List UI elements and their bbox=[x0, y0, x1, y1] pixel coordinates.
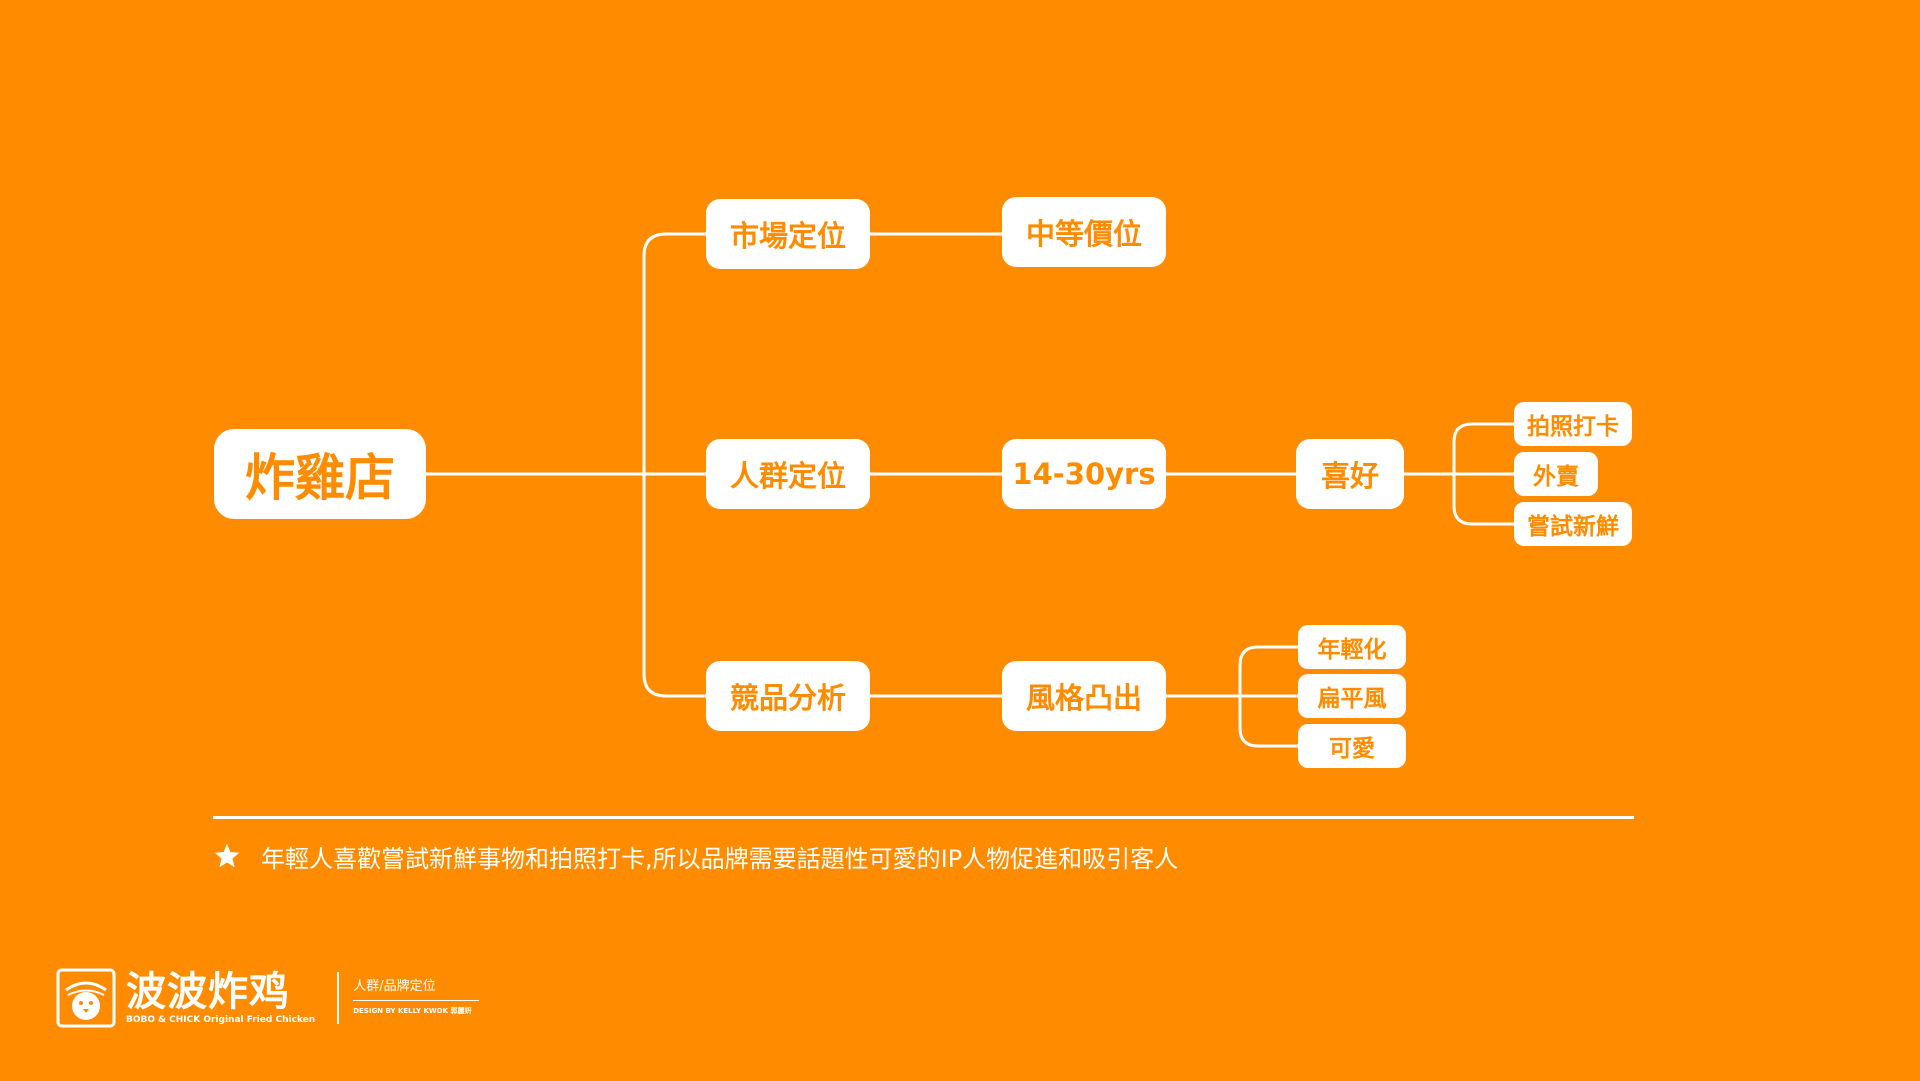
leaf-competitor-1: 年輕化 bbox=[1298, 625, 1406, 669]
node-competitor-value: 風格凸出 bbox=[1002, 661, 1166, 731]
brand-name: 波波炸鸡 bbox=[126, 969, 290, 1015]
note: 年輕人喜歡嘗試新鮮事物和拍照打卡,所以品牌需要話題性可愛的IP人物促進和吸引客人 bbox=[213, 836, 1178, 876]
brand-tagline: BOBO & CHICK Original Fried Chicken bbox=[126, 1015, 316, 1025]
footer-separator bbox=[337, 972, 340, 1024]
leaf-audience-3: 嘗試新鮮 bbox=[1514, 502, 1632, 546]
star-icon bbox=[214, 843, 240, 868]
node-audience-value: 14-30yrs bbox=[1002, 439, 1166, 509]
node-root: 炸雞店 bbox=[214, 429, 426, 519]
leaf-audience-2: 外賣 bbox=[1514, 452, 1598, 496]
connector-trunk bbox=[642, 232, 708, 698]
divider-line bbox=[213, 816, 1634, 819]
chick-logo-icon bbox=[56, 968, 116, 1028]
section-title: 人群/品牌定位 bbox=[353, 978, 480, 1001]
footer-info: 人群/品牌定位 DESIGN BY KELLY KWOK 郭麗姸 bbox=[353, 978, 480, 1018]
node-market-value: 中等價位 bbox=[1002, 197, 1166, 267]
node-branch-market: 市場定位 bbox=[706, 199, 870, 269]
leaf-competitor-3: 可愛 bbox=[1298, 724, 1406, 768]
node-audience-sub: 喜好 bbox=[1296, 439, 1404, 509]
brand: 波波炸鸡 BOBO & CHICK Original Fried Chicken bbox=[126, 970, 315, 1026]
design-credit: DESIGN BY KELLY KWOK 郭麗姸 bbox=[353, 1007, 472, 1015]
leaf-audience-1: 拍照打卡 bbox=[1514, 402, 1632, 446]
note-text: 年輕人喜歡嘗試新鮮事物和拍照打卡,所以品牌需要話題性可愛的IP人物促進和吸引客人 bbox=[261, 844, 1179, 873]
node-branch-competitor: 競品分析 bbox=[706, 661, 870, 731]
footer: 波波炸鸡 BOBO & CHICK Original Fried Chicken… bbox=[56, 968, 480, 1028]
leaf-competitor-2: 扁平風 bbox=[1298, 674, 1406, 718]
node-branch-audience: 人群定位 bbox=[706, 439, 870, 509]
